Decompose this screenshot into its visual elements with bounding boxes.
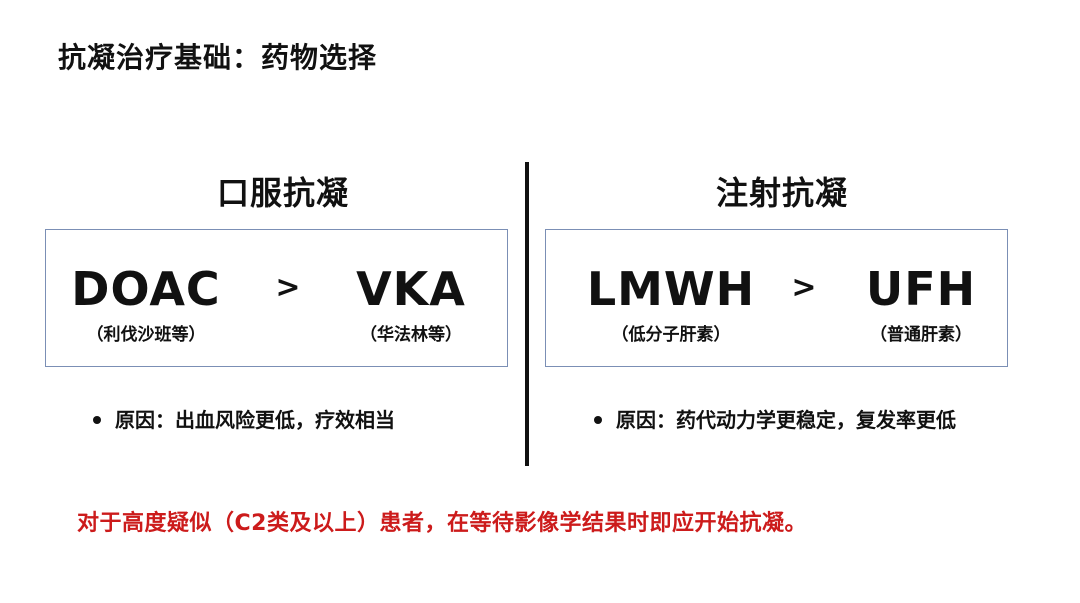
greater-than-symbol: > (791, 270, 817, 305)
bullet-icon (594, 415, 602, 424)
slide-title: 抗凝治疗基础：药物选择 (58, 41, 378, 74)
vka-label: VKA (356, 262, 466, 316)
column-divider (525, 162, 529, 466)
vka-examples: （华法林等） (360, 325, 462, 345)
oral-anticoagulation-heading: 口服抗凝 (216, 174, 349, 212)
doac-label: DOAC (71, 262, 221, 316)
injectable-anticoagulation-heading: 注射抗凝 (715, 174, 848, 212)
doac-examples: （利伐沙班等） (86, 325, 206, 345)
ufh-label: UFH (865, 262, 977, 316)
greater-than-symbol: > (275, 270, 301, 305)
lmwh-label: LMWH (586, 262, 756, 316)
oral-reason: 原因：出血风险更低，疗效相当 (93, 404, 395, 433)
ufh-examples: （普通肝素） (870, 325, 972, 345)
clinical-note: 对于高度疑似（C2类及以上）患者，在等待影像学结果时即应开始抗凝。 (77, 511, 807, 536)
injectable-reason-text: 原因：药代动力学更稳定，复发率更低 (616, 408, 956, 432)
injectable-reason: 原因：药代动力学更稳定，复发率更低 (594, 404, 956, 433)
oral-comparison-box: DOAC （利伐沙班等） > VKA （华法林等） (45, 229, 508, 367)
oral-reason-text: 原因：出血风险更低，疗效相当 (115, 408, 395, 432)
injectable-comparison-box: LMWH （低分子肝素） > UFH （普通肝素） (545, 229, 1008, 367)
lmwh-examples: （低分子肝素） (611, 325, 731, 345)
bullet-icon (93, 415, 101, 424)
